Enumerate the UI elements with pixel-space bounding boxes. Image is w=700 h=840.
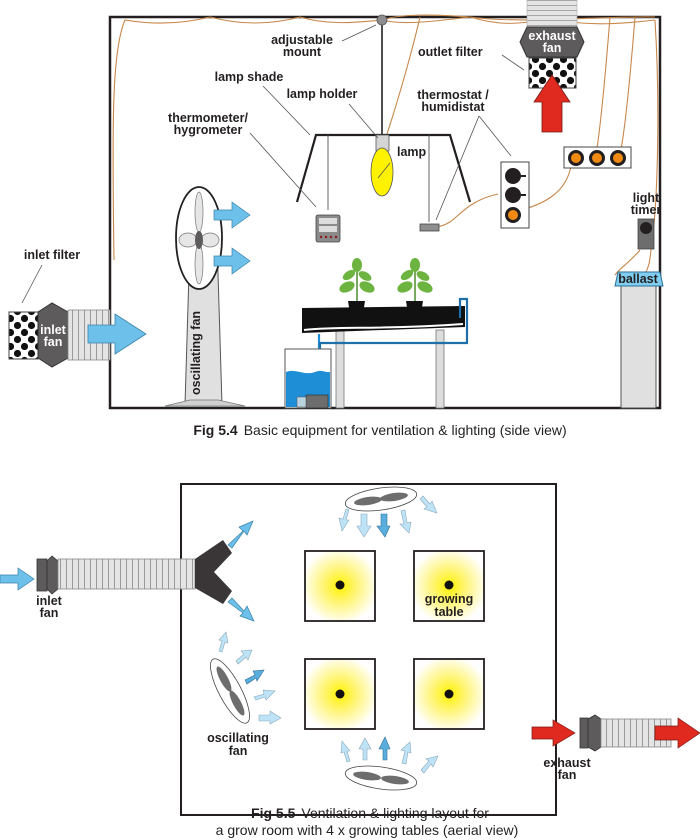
adjustable-mount — [376, 14, 388, 26]
lamp-bulb — [370, 147, 394, 197]
ballast — [614, 271, 664, 409]
fig-5-4-caption: Fig 5.4 Basic equipment for ventilation &… — [193, 422, 566, 438]
label-light-timer-2: timer — [631, 203, 662, 217]
thermostat-controller — [500, 161, 530, 229]
oscillating-fan — [164, 186, 251, 407]
growing-table — [304, 550, 376, 622]
label-inlet-filter: inlet filter — [24, 248, 80, 262]
exhaust-fan-assembly — [519, 0, 585, 133]
thermometer-hygrometer — [315, 214, 341, 243]
fig-5-4-side-view: adjustable mount lamp shade lamp holder … — [8, 0, 664, 438]
fig-5-5-caption-text-1: Ventilation & lighting layout for — [301, 805, 489, 821]
fig-5-5-aerial-view: inlet fan growing table oscillating fan … — [0, 483, 700, 838]
label-exhaust-fan-aerial-2: fan — [558, 768, 577, 782]
fig-5-4-number: Fig 5.4 — [193, 422, 238, 438]
fig-5-5-caption-line-2: a grow room with 4 x growing tables (aer… — [216, 822, 519, 838]
oscillating-fan-top — [338, 486, 438, 538]
oscillating-fan-bottom — [340, 736, 439, 791]
fig-5-5-labels: inlet fan growing table oscillating fan … — [36, 592, 591, 782]
fig-5-5-caption: Fig 5.5 Ventilation & lighting layout for — [251, 805, 489, 821]
lamp-position — [335, 580, 345, 590]
water-pump — [305, 394, 329, 409]
fig-5-5-number: Fig 5.5 — [251, 805, 296, 821]
inlet-assembly — [8, 302, 147, 368]
label-adjustable-mount: adjustable — [271, 33, 333, 47]
plant — [397, 258, 433, 301]
lamp-position — [444, 580, 454, 590]
fan-airflow-arrow — [213, 247, 251, 275]
label-light-timer: light — [633, 191, 660, 205]
humidistat-sensor — [419, 223, 440, 232]
growing-tables — [304, 550, 485, 730]
light-timer — [637, 218, 655, 250]
label-inlet-fan-aerial-2: fan — [40, 606, 59, 620]
power-strip — [563, 146, 632, 169]
exhaust-arrow-in — [531, 719, 576, 747]
label-leader-lines — [21, 24, 525, 304]
lamp-position — [335, 689, 345, 699]
hydroponic-table — [284, 258, 469, 409]
label-oscillating-fan-aerial: oscillating — [207, 731, 269, 745]
svg-text:mount: mount — [283, 45, 322, 59]
inlet-branch-arrow — [227, 597, 255, 622]
label-exhaust-fan: exhaust — [528, 29, 576, 43]
fig-5-4-labels: adjustable mount lamp shade lamp holder … — [24, 29, 662, 395]
y-splitter — [195, 540, 232, 604]
label-lamp-holder: lamp holder — [287, 87, 358, 101]
growing-table — [304, 658, 376, 730]
label-growing-table-2: table — [434, 605, 463, 619]
label-inlet-fan: inlet — [40, 323, 67, 337]
plant — [339, 258, 375, 301]
label-exhaust-fan-aerial: exhaust — [543, 756, 591, 770]
label-oscillating-fan-aerial-2: fan — [229, 744, 248, 758]
growing-table — [413, 658, 485, 730]
inlet-branch-arrow — [227, 520, 254, 549]
label-outlet-filter: outlet filter — [418, 45, 483, 59]
svg-text:adjustable: adjustable — [271, 33, 333, 47]
label-inlet-fan-aerial: inlet — [36, 594, 63, 608]
exhaust-arrow-out — [654, 717, 700, 749]
label-oscillating-fan: oscillating fan — [189, 311, 203, 395]
inlet-filter — [8, 311, 39, 360]
label-exhaust-fan-2: fan — [543, 41, 562, 55]
label-growing-table: growing — [425, 592, 474, 606]
label-inlet-fan-2: fan — [44, 335, 63, 349]
oscillating-fan-left — [210, 631, 282, 725]
exhaust-assembly-aerial — [531, 714, 700, 752]
grow-lamp — [295, 14, 472, 222]
label-hygrometer: hygrometer — [174, 123, 243, 137]
fan-airflow-arrow — [213, 201, 251, 229]
label-thermostat: thermostat / — [417, 88, 489, 102]
lamp-position — [444, 689, 454, 699]
label-ballast: ballast — [618, 272, 658, 286]
inlet-assembly-aerial — [0, 520, 255, 622]
exhaust-arrow-up — [533, 74, 571, 133]
label-lamp-shade: lamp shade — [215, 70, 284, 84]
label-thermometer: thermometer/ — [168, 111, 248, 125]
label-adjustable-mount-2: mount — [283, 45, 322, 59]
label-lamp: lamp — [397, 145, 427, 159]
growing-table — [413, 550, 485, 622]
grow-room-outline — [180, 483, 557, 816]
room-walls — [108, 15, 662, 410]
inlet-airflow-arrow — [87, 313, 147, 355]
label-humidistat: humidistat — [421, 100, 485, 114]
fig-5-4-caption-text: Basic equipment for ventilation & lighti… — [244, 422, 567, 438]
